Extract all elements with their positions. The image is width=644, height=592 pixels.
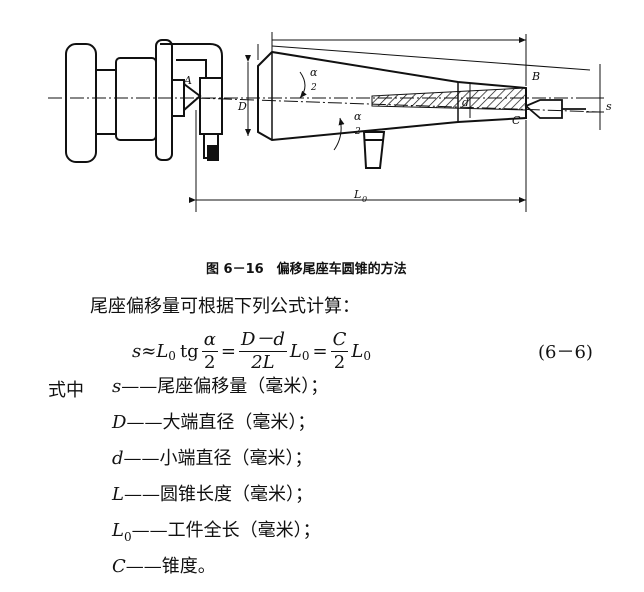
def-symbol: C <box>112 556 126 577</box>
fraction-num-alpha: α <box>201 328 218 352</box>
definition-item: d——小端直径（毫米）； <box>112 448 328 484</box>
formula-eq1: = <box>220 340 236 362</box>
def-text: ——工件全长（毫米）； <box>131 520 321 541</box>
label-A: A <box>183 74 192 87</box>
def-sub: 0 <box>123 530 132 544</box>
fraction-den-2L: 2L <box>251 351 275 373</box>
offset-shaded-area <box>371 87 527 111</box>
fraction-num-C: C <box>330 328 349 352</box>
fraction-den-two-2: 2 <box>333 351 346 373</box>
label-L0: L <box>353 188 361 201</box>
definition-item: D——大端直径（毫米）； <box>112 412 328 448</box>
fraction-den-two: 2 <box>204 351 216 373</box>
where-label: 式中 <box>48 380 84 401</box>
headstock-chuck <box>65 39 202 163</box>
label-D: D <box>237 100 247 113</box>
lathe-dog <box>160 43 223 161</box>
formula-eq2: = <box>312 340 328 362</box>
def-symbol: D <box>112 412 127 433</box>
def-text: ——小端直径（毫米）； <box>123 448 313 469</box>
label-s: s <box>606 100 612 113</box>
label-d: d <box>462 96 469 109</box>
definitions-list: s——尾座偏移量（毫米）； D——大端直径（毫米）； d——小端直径（毫米）； … <box>112 376 328 592</box>
formula-s: s <box>132 340 142 362</box>
formula-L-2: L <box>289 340 302 362</box>
figure-caption: 图 6－16 偏移尾座车圆锥的方法 <box>206 262 407 277</box>
fraction-num-D-minus-d: D－d <box>238 328 287 352</box>
def-symbol: d <box>112 448 124 469</box>
definition-item: C——锥度。 <box>112 556 328 592</box>
formula-sub0-3: 0 <box>363 349 371 363</box>
formula-L: L <box>156 340 169 362</box>
label-alpha-top: α <box>310 66 318 79</box>
fraction-D-minus-d: D－d 2L <box>238 328 287 374</box>
def-symbol: s <box>112 376 122 397</box>
label-two-bottom: 2 <box>354 127 361 137</box>
tailstock-offset-diagram: A B C D d s L 0 α 2 α 2 <box>48 32 612 212</box>
formula-L-3: L <box>351 340 364 362</box>
def-text: ——大端直径（毫米）； <box>126 412 316 433</box>
def-text: ——锥度。 <box>125 556 216 577</box>
definition-item: L0——工件全长（毫米）； <box>112 520 328 556</box>
fraction-alpha-over-2: α 2 <box>201 328 218 374</box>
formula: s ≈ L 0 tg α 2 = D－d 2L L 0 = C 2 L 0 <box>132 324 371 378</box>
label-B: B <box>531 70 540 83</box>
label-two-top: 2 <box>310 83 317 93</box>
formula-sub0-2: 0 <box>301 349 310 363</box>
equation-number: (6－6) <box>538 342 593 363</box>
label-alpha-bottom: α <box>354 110 362 123</box>
label-L0-sub: 0 <box>362 195 367 204</box>
tailstock-center <box>524 99 586 119</box>
def-text: ——尾座偏移量（毫米）； <box>121 376 329 397</box>
def-text: ——圆锥长度（毫米）； <box>123 484 313 505</box>
definition-item: L——圆锥长度（毫米）； <box>112 484 328 520</box>
formula-sub0: 0 <box>168 349 176 363</box>
workpiece-axis <box>195 97 601 113</box>
cutting-tool <box>362 131 386 169</box>
definition-item: s——尾座偏移量（毫米）； <box>112 376 328 412</box>
fraction-C-over-2: C 2 <box>330 328 349 374</box>
intro-text: 尾座偏移量可根据下列公式计算： <box>90 296 360 317</box>
formula-approx: ≈ <box>141 340 157 362</box>
formula-tg: tg <box>179 340 199 362</box>
def-symbol: L <box>112 520 124 541</box>
def-symbol: L <box>112 484 124 505</box>
label-C: C <box>512 114 521 127</box>
